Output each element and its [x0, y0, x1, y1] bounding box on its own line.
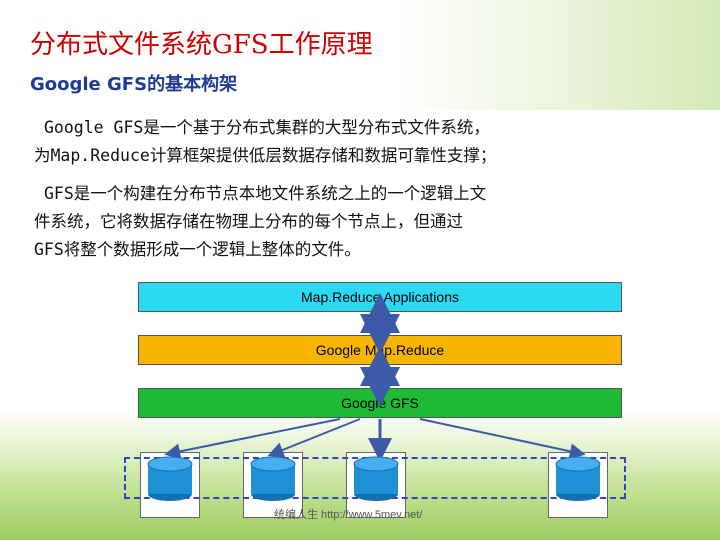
slide-title: 分布式文件系统GFS工作原理	[30, 30, 373, 60]
paragraph-gfs-intro: Google GFS是一个基于分布式集群的大型分布式文件系统， 为Map.Red…	[34, 114, 496, 170]
layer-mapreduce-applications: Map.Reduce Applications	[138, 282, 622, 312]
paragraph-gfs-logic: GFS是一个构建在分布节点本地文件系统之上的一个逻辑上文 件系统，它将数据存储在…	[34, 180, 486, 264]
layer-google-mapreduce: Google Map.Reduce	[138, 335, 622, 365]
background-sky	[0, 0, 720, 110]
layer-google-gfs: Google GFS	[138, 388, 622, 418]
paragraph-line: Google GFS是一个基于分布式集群的大型分布式文件系统，	[34, 114, 496, 142]
paragraph-line: 为Map.Reduce计算框架提供低层数据存储和数据可靠性支撑；	[34, 146, 497, 165]
paragraph-text: GFS是一个构建在分布节点本地文件系统之上的一个逻辑上文	[44, 184, 487, 203]
paragraph-line: GFS是一个构建在分布节点本地文件系统之上的一个逻辑上文	[34, 180, 486, 208]
paragraph-line: 件系统，它将数据存储在物理上分布的每个节点上，但通过	[34, 212, 463, 231]
dashed-cluster-boundary	[124, 457, 626, 499]
paragraph-line: GFS将整个数据形成一个逻辑上整体的文件。	[34, 240, 361, 259]
slide-subtitle: Google GFS的基本构架	[30, 74, 238, 95]
watermark-text: 统编人生 http://www.5mev.net/	[274, 509, 423, 521]
paragraph-text: Google GFS是一个基于分布式集群的大型分布式文件系统，	[44, 118, 490, 137]
